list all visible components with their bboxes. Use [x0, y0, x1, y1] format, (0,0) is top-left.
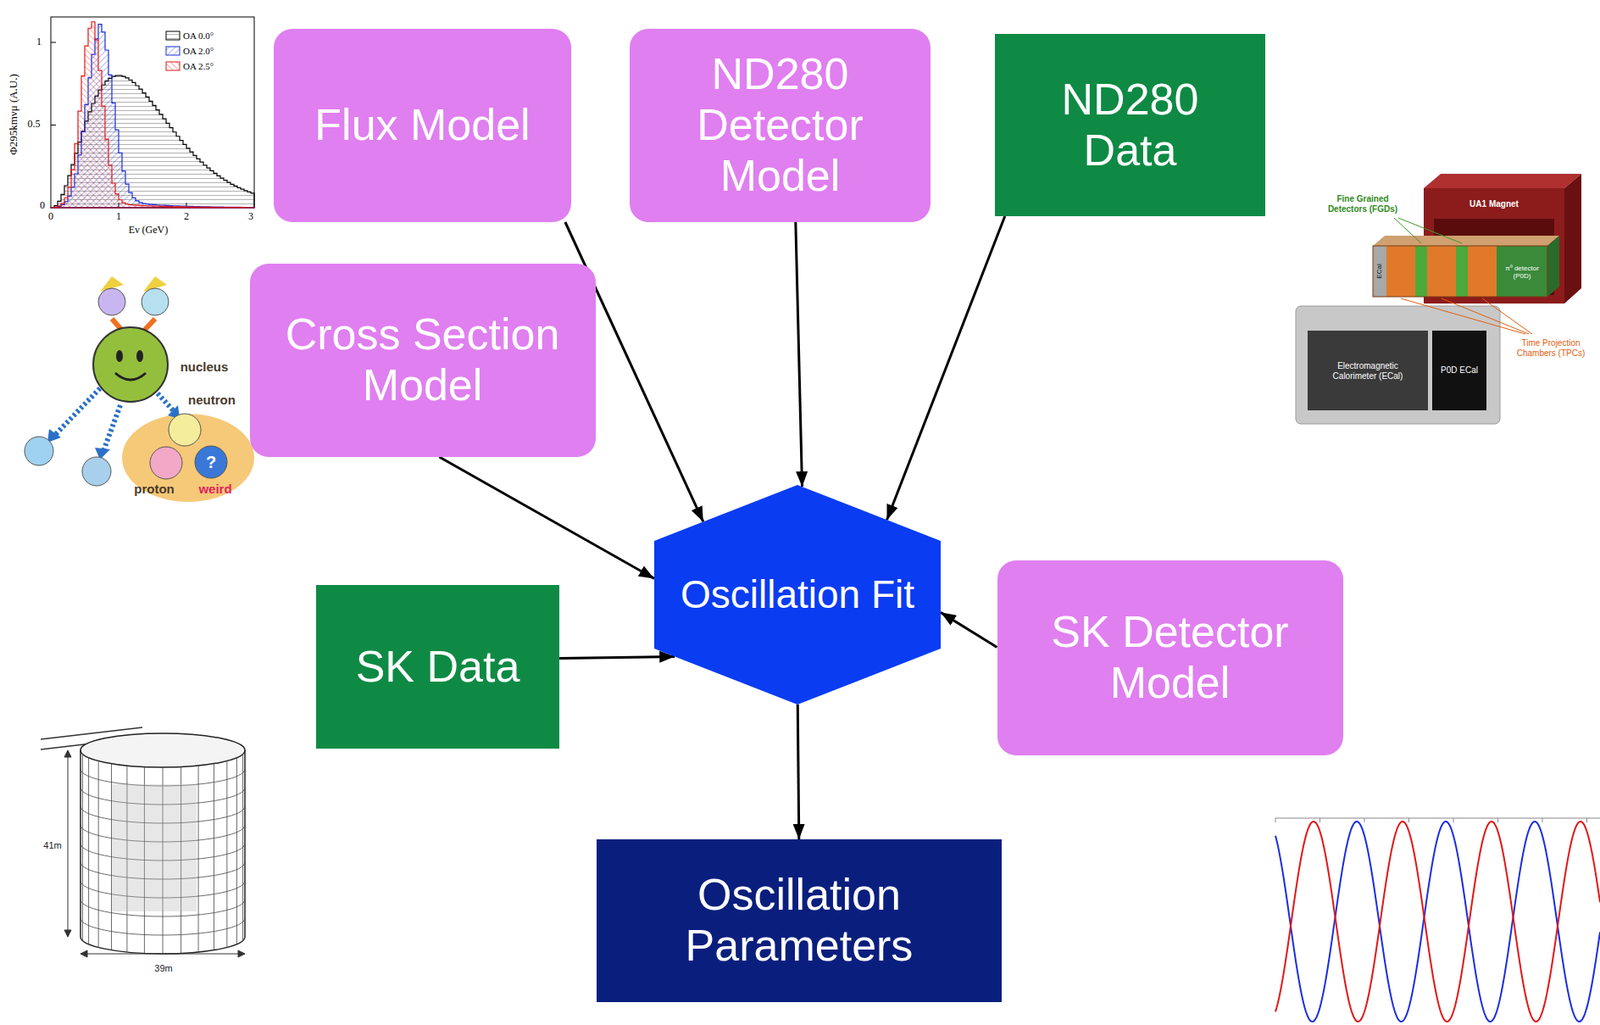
axis-tick: [1275, 817, 1277, 823]
plot-frame: [50, 16, 255, 208]
illustration-label: ECal: [1375, 263, 1384, 278]
box-label: SK Detector Model: [1009, 606, 1332, 709]
illustration-label: 1: [36, 36, 42, 49]
box-label: ND280 Detector Model: [670, 49, 891, 201]
axis-tick: [1586, 817, 1588, 823]
tank-stroke: [80, 768, 245, 786]
axis-tick: [1542, 817, 1544, 823]
illustration-label: Electromagnetic Calorimeter (ECal): [1316, 361, 1419, 381]
illustration-label: Fine Grained Detectors (FGDs): [1316, 194, 1410, 214]
flux-histograms: [50, 22, 255, 208]
hexagon-shape: [654, 484, 941, 705]
illustration-label: 2: [183, 211, 189, 223]
box-label: ND280 Data: [1037, 74, 1224, 177]
illustration-label: 0: [48, 211, 54, 223]
p0d-ecal-panel: [1432, 330, 1487, 411]
super-kamiokande-tank: [40, 727, 245, 957]
axis-tick: [1319, 817, 1321, 823]
fgd-leaders: [1394, 217, 1462, 244]
legend-text: OA 2.5°: [183, 61, 214, 73]
illustration-label: weird: [198, 481, 232, 496]
data-box: ND280 Data: [994, 33, 1266, 217]
nd280-detector: [1295, 173, 1582, 424]
illustration-label: 1: [116, 211, 122, 223]
flow-arrow: [797, 704, 800, 839]
tpc-leaders: [1400, 298, 1533, 334]
illustration-label: ?: [205, 452, 217, 473]
flux-plot: [50, 16, 255, 208]
illustration-label: 3: [248, 211, 254, 223]
result-box: Oscillation Parameters: [596, 838, 1002, 1002]
ecal-panel: [1307, 330, 1428, 411]
oscillation-waves: [1275, 817, 1600, 1022]
illustration-label: nucleus: [180, 359, 229, 374]
model-box: ND280 Detector Model: [629, 28, 931, 223]
axis-tick: [1364, 817, 1366, 823]
flow-arrow: [887, 216, 1006, 520]
inner-detectors: [1372, 235, 1560, 297]
legend-sample: [166, 31, 180, 40]
flow-arrow: [559, 655, 675, 658]
ecal-housing: [1295, 305, 1500, 424]
nucleus-cartoon: [24, 276, 255, 502]
flux-histogram: [50, 22, 255, 208]
flow-arrow: [940, 611, 998, 647]
outgoing-particles: [24, 413, 228, 486]
illustration-label: neutron: [188, 392, 236, 407]
illustration-label: Φ295kmνμ (A.U.): [7, 29, 21, 200]
illustration-label: Eν (GeV): [97, 224, 200, 237]
illustration-label: proton: [133, 481, 174, 496]
wave-axis: [1275, 817, 1600, 819]
box-label: Flux Model: [314, 100, 530, 151]
model-box: SK Detector Model: [997, 560, 1344, 756]
legend-text: OA 0.0°: [183, 30, 214, 42]
magnet-top: [1423, 173, 1582, 189]
legend-sample: [166, 46, 180, 56]
box-label: Oscillation Parameters: [612, 869, 986, 972]
dimension-lines: [64, 750, 245, 957]
outgoing-arrows: [54, 388, 175, 451]
box-label: Cross Section Model: [261, 309, 584, 412]
nucleus-face: [93, 327, 168, 402]
flow-arrow: [438, 456, 655, 578]
box-label: Oscillation Fit: [680, 572, 915, 617]
box-label: SK Data: [355, 641, 521, 693]
model-box: Cross Section Model: [250, 263, 596, 457]
model-box: Flux Model: [273, 28, 572, 223]
illustration-label: Time Projection Chambers (TPCs): [1510, 338, 1592, 358]
illustration-label: 39m: [154, 962, 173, 974]
fit-hexagon: Oscillation Fit: [654, 484, 941, 705]
tank-stroke: [80, 733, 245, 767]
legend-sample: [166, 61, 180, 71]
flow-arrow: [795, 222, 803, 487]
data-box: SK Data: [316, 584, 560, 749]
illustration-label: P0D ECal: [1434, 365, 1484, 376]
tank-stroke: [80, 917, 245, 935]
legend-text: OA 2.0°: [183, 45, 214, 57]
nucleus-blob: [122, 413, 255, 502]
illustration-label: 0.5: [27, 118, 41, 131]
wave-curve: [1275, 821, 1600, 1022]
tank-stroke: [111, 783, 197, 912]
legend-swatches: [166, 31, 180, 71]
tank-wireframe: [80, 733, 245, 954]
illustration-label: 0: [39, 200, 45, 212]
wave-curve: [1275, 821, 1600, 1022]
illustration-label: 41m: [43, 839, 62, 851]
magnet-side: [1564, 173, 1582, 304]
illustration-label: π⁰ detector (P0D): [1498, 264, 1546, 280]
axis-tick: [1453, 817, 1455, 823]
axis-tick: [1408, 817, 1410, 823]
illustration-label: UA1 Magnet: [1443, 199, 1545, 210]
axis-tick: [1497, 817, 1499, 823]
